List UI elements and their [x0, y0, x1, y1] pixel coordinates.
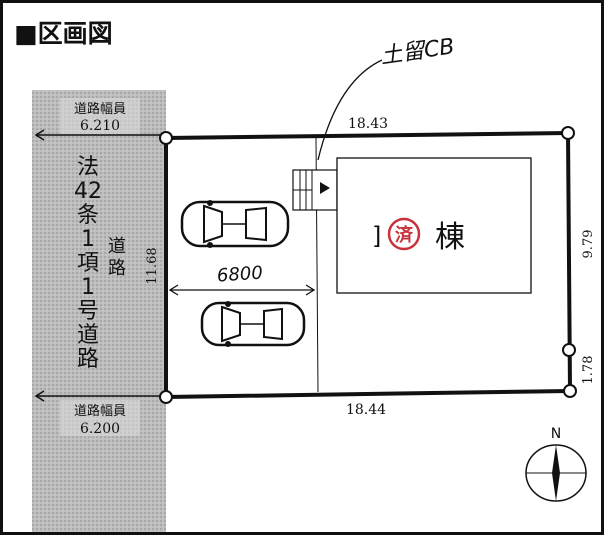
building-stamp: 済 — [395, 224, 414, 246]
road-name-char: 道 — [77, 323, 99, 348]
parking-dimension-arrowhead — [168, 284, 179, 296]
road-name: 法 42 条 1 項 1 号 道 路 — [74, 155, 102, 372]
corner-marker — [562, 343, 576, 357]
stairs-arrow-icon — [320, 182, 330, 194]
corner-marker — [561, 126, 575, 140]
corner-marker — [159, 390, 173, 404]
road-name-char: 路 — [77, 347, 99, 372]
dimension-parking: 6800 — [216, 262, 263, 286]
road-width-bottom-arrowhead — [34, 390, 45, 402]
dimension-right-upper: 9.79 — [581, 230, 596, 259]
road-name-char: 路 — [108, 258, 126, 279]
car-icon — [200, 301, 306, 347]
dimension-left: 11.68 — [145, 247, 160, 284]
road-width-bottom-label: 道路幅員 — [74, 403, 126, 419]
building-label: 棟 — [435, 220, 465, 255]
road-name-char: 道 — [108, 236, 126, 257]
road-name-char: 号 — [77, 299, 99, 324]
road-name-char: 1 — [81, 275, 95, 300]
north-compass-icon: N — [525, 426, 587, 502]
road-name-char: 条 — [77, 203, 99, 228]
page-title: ■区画図 — [14, 19, 113, 48]
road-name-char: 1 — [81, 227, 95, 252]
road-width-top-arrowhead — [34, 129, 45, 141]
dimension-top: 18.43 — [348, 116, 388, 132]
corner-marker — [563, 384, 577, 398]
road-name-secondary: 道 路 — [108, 236, 126, 279]
parking-dimension-arrowhead — [305, 284, 316, 296]
note-leader-line — [317, 59, 383, 161]
handwritten-note: 土留CB — [379, 34, 456, 69]
road-width-bottom-box — [60, 400, 140, 436]
road-width-top-value: 6.210 — [80, 118, 120, 134]
road-width-top-box — [60, 98, 140, 134]
road-name-char: 法 — [77, 155, 99, 180]
entrance-stairs — [292, 169, 338, 211]
dimension-right-lower: 1.78 — [581, 356, 596, 385]
stamp-icon — [387, 217, 421, 251]
road-name-char: 42 — [74, 179, 102, 204]
car-icon — [180, 200, 290, 248]
building-footprint — [336, 157, 532, 294]
road-name-char: 項 — [77, 251, 99, 276]
corner-marker — [159, 131, 173, 145]
building-prefix: ] — [372, 222, 381, 250]
compass-label: N — [551, 426, 561, 442]
road-width-bottom-value: 6.200 — [80, 421, 120, 437]
road-area — [32, 90, 166, 532]
road-width-top-label: 道路幅員 — [74, 101, 126, 117]
dimension-bottom: 18.44 — [346, 402, 386, 418]
